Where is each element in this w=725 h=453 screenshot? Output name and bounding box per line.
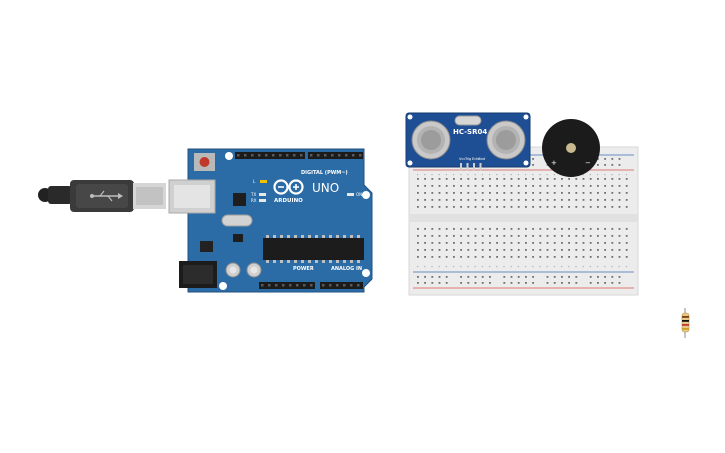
pin-label-trig: Trig: [464, 157, 471, 161]
piezo-buzzer[interactable]: + −: [542, 119, 600, 177]
usb-cable[interactable]: [38, 180, 166, 212]
l-led-label: L: [253, 179, 256, 184]
ultrasonic-sensor[interactable]: HC-SR04 Vcc Trig Echo Gnd: [405, 112, 531, 171]
buzzer-plus-label: +: [551, 159, 557, 167]
power-header-label: POWER: [293, 266, 314, 272]
buzzer-minus-label: −: [585, 159, 591, 167]
usb-icon: [90, 190, 123, 202]
resistor-icon[interactable]: [681, 308, 690, 338]
board-brand-label: ARDUINO: [274, 198, 303, 204]
digital-header-label: DIGITAL (PWM~): [301, 170, 348, 176]
board-model-label: UNO: [312, 181, 339, 195]
pin-label-echo: Echo: [472, 157, 481, 161]
sensor-model-label: HC-SR04: [453, 128, 487, 136]
arduino-logo-icon: [273, 179, 304, 195]
breadboard[interactable]: [408, 146, 639, 296]
pin-label-vcc: Vcc: [459, 157, 465, 161]
pin-label-gnd: Gnd: [478, 157, 485, 161]
reset-button[interactable]: [199, 157, 210, 167]
rx-label: RX: [251, 198, 257, 203]
tx-label: TX: [250, 192, 256, 197]
on-label: ON: [356, 192, 362, 197]
transmitter-transducer: [411, 120, 451, 160]
receiver-transducer: [486, 120, 526, 160]
analog-header-label: ANALOG IN: [331, 266, 362, 272]
arduino-uno-board[interactable]: UNO ARDUINO DIGITAL (PWM~) POWER ANALOG …: [168, 148, 373, 293]
